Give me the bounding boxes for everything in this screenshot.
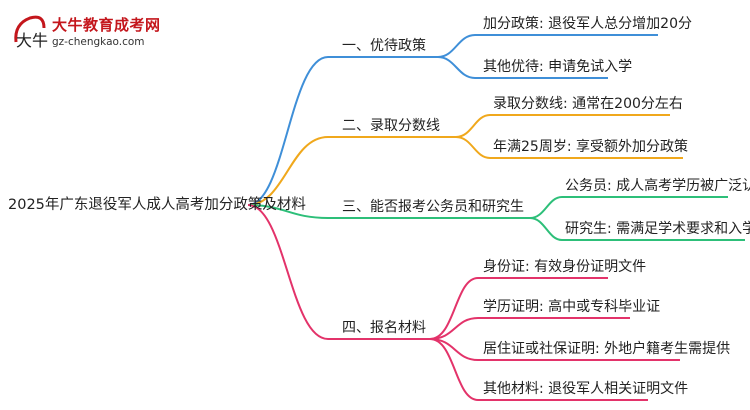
connector-branch-4-leaf-1 [429,277,608,340]
connector-branch-2-leaf-2 [455,136,683,159]
connector-branch-1-leaf-1 [437,34,658,58]
connector-branch-3-leaf-2 [529,217,745,241]
branch-2-leaf-2: 年满25周岁: 享受额外加分政策 [493,139,688,155]
branch-2-leaf-1: 录取分数线: 通常在200分左右 [493,96,683,112]
connector-root-branch-3 [247,204,530,219]
branch-1-leaf-2: 其他优待: 申请免试入学 [483,59,633,75]
connector-branch-4-leaf-2 [429,317,630,340]
branch-3-leaf-1: 公务员: 成人高考学历被广泛认可 [565,178,750,194]
logo-site-name: 大牛教育成考网 [52,16,161,34]
connector-root-branch-1 [247,56,438,206]
connector-branch-1-leaf-2 [437,56,608,79]
connector-branch-3-leaf-1 [529,196,728,219]
connector-branch-4-leaf-4 [429,338,648,401]
connector-branch-4-leaf-3 [429,338,680,361]
connector-root-branch-2 [247,136,456,206]
branch-4-label: 四、报名材料 [342,320,426,336]
logo-url: gz-chengkao.com [52,36,145,48]
branch-4-leaf-1: 身份证: 有效身份证明文件 [483,259,647,275]
branch-2-label: 二、录取分数线 [342,118,440,134]
branch-4-leaf-4: 其他材料: 退役军人相关证明文件 [483,381,689,397]
logo-mark-icon: 大牛 [14,15,48,50]
branch-4-leaf-2: 学历证明: 高中或专科毕业证 [483,299,661,315]
branch-3-leaf-2: 研究生: 需满足学术要求和入学考试 [565,221,750,237]
branch-1-label: 一、优待政策 [342,38,426,54]
branch-4-leaf-3: 居住证或社保证明: 外地户籍考生需提供 [483,341,731,357]
branch-3-label: 三、能否报考公务员和研究生 [342,199,524,215]
connector-branch-2-leaf-1 [455,114,670,138]
mindmap-root: 2025年广东退役军人成人高考加分政策及材料 [8,197,306,213]
connector-root-branch-4 [247,204,430,340]
site-logo: 大牛 大牛教育成考网 gz-chengkao.com [10,12,160,56]
branch-1-leaf-1: 加分政策: 退役军人总分增加20分 [483,16,692,32]
logo-mark-text: 大牛 [16,31,48,50]
